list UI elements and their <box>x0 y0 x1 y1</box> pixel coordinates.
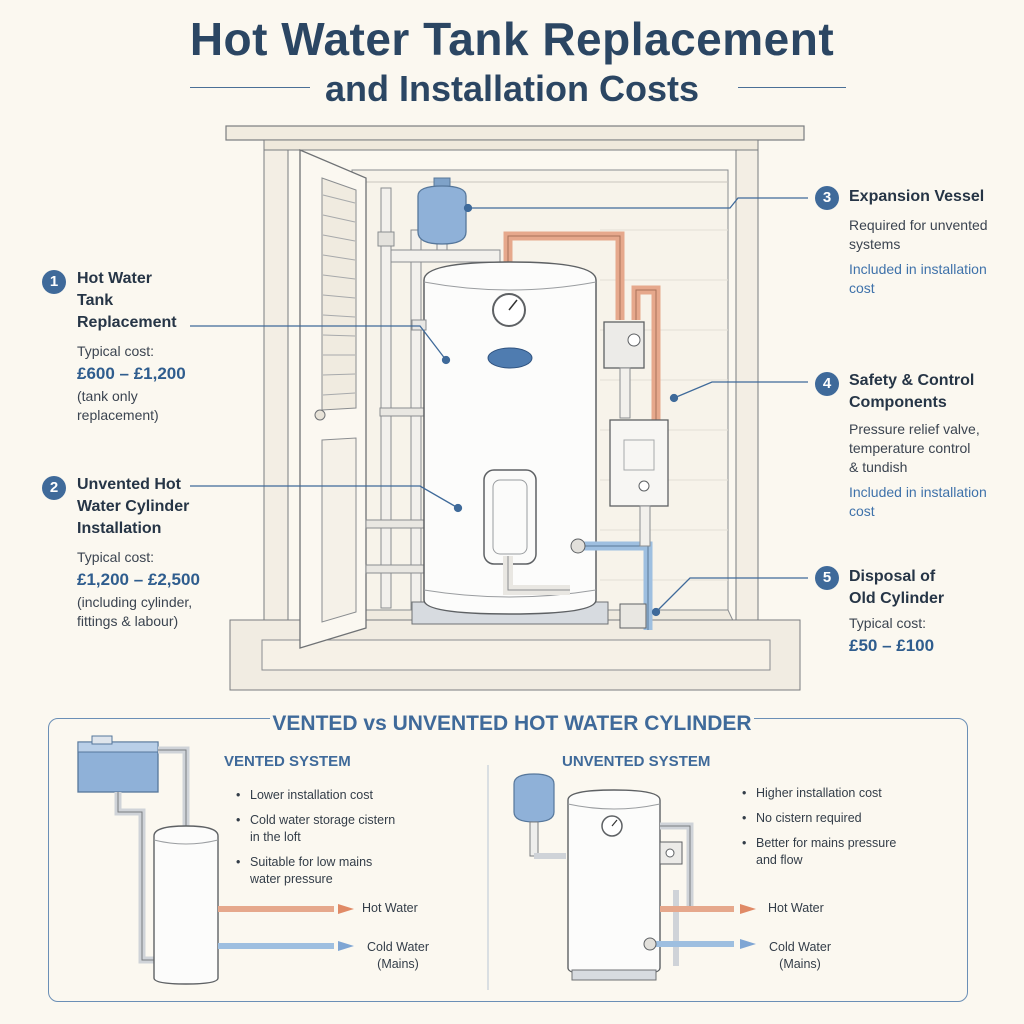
unvented-cold-label: Cold Water (Mains) <box>768 940 832 971</box>
unvented-bullets: Higher installation cost No cistern requ… <box>742 785 952 877</box>
callout-title: Installation <box>77 520 162 537</box>
callout-label: Typical cost: <box>77 343 155 359</box>
vented-bullets: Lower installation cost Cold water stora… <box>236 787 436 896</box>
vented-tank <box>153 825 219 985</box>
callout-label: Typical cost: <box>849 615 927 631</box>
callout-title: Unvented Hot <box>77 476 181 493</box>
callout-expansion-vessel: 3 Expansion Vessel Required for unvented… <box>815 186 1005 298</box>
callout-included: Included in installation <box>849 484 987 500</box>
unvented-cold-arrow-icon <box>740 939 756 949</box>
comparison-title: VENTED vs UNVENTED HOT WATER CYLINDER <box>270 712 754 736</box>
callout-number: 5 <box>815 566 839 590</box>
tundish <box>619 603 647 629</box>
callout-included: cost <box>849 503 875 519</box>
callout-desc: temperature control <box>849 440 971 456</box>
callout-label: Typical cost: <box>77 549 155 565</box>
callout-price: £1,200 – £2,500 <box>77 570 200 589</box>
unvented-system-title: UNVENTED SYSTEM <box>562 753 711 770</box>
vented-hot-label: Hot Water <box>362 901 418 915</box>
callout-note: fittings & labour) <box>77 613 179 629</box>
callout-title: Hot Water <box>77 270 152 287</box>
unvented-hot-label: Hot Water <box>768 901 824 915</box>
frame-top <box>263 139 759 151</box>
callout-desc: systems <box>849 236 901 252</box>
callout-title: Old Cylinder <box>849 590 945 607</box>
callout-included: cost <box>849 280 875 296</box>
callout-desc: & tundish <box>849 459 908 475</box>
callout-safety-controls: 4 Safety & Control Components Pressure r… <box>815 370 1005 521</box>
callout-note: (including cylinder, <box>77 594 193 610</box>
callout-unvented-installation: 2 Unvented Hot Water Cylinder Installati… <box>42 474 222 631</box>
door-panel-lower <box>321 437 357 623</box>
callout-included: Included in installation <box>849 261 987 277</box>
callout-disposal: 5 Disposal of Old Cylinder Typical cost:… <box>815 566 1005 659</box>
callout-price: £50 – £100 <box>849 636 935 655</box>
list-item: No cistern required <box>742 810 952 827</box>
door-knob <box>314 409 326 421</box>
louvre-slats <box>322 194 356 396</box>
callout-title: Components <box>849 394 947 411</box>
callout-title: Tank Replacement <box>77 292 177 331</box>
callout-note: (tank only <box>77 388 138 404</box>
vented-system-title: VENTED SYSTEM <box>224 753 351 770</box>
unvented-expansion-vessel <box>513 773 555 823</box>
page-subtitle: and Installation Costs <box>324 68 700 109</box>
base-inner <box>261 639 771 671</box>
callout-desc: Pressure relief valve, <box>849 421 980 437</box>
title-rule-left <box>190 87 310 88</box>
list-item: Higher installation cost <box>742 785 952 802</box>
callout-title: Safety & Control <box>849 372 975 389</box>
callout-title: Disposal of <box>849 568 936 585</box>
left-pipe-1 <box>380 187 392 609</box>
title-rule-right <box>738 87 846 88</box>
control-box <box>609 419 669 507</box>
expansion-vessel <box>417 185 467 245</box>
vented-cold-arrow-icon <box>338 941 354 951</box>
callout-title: Water Cylinder <box>77 498 190 515</box>
tank-badge <box>487 347 533 369</box>
unvented-hot-arrow-icon <box>740 904 756 914</box>
vented-cold-label: Cold Water (Mains) <box>366 940 430 971</box>
leader-lines <box>190 197 808 617</box>
wall-left <box>263 149 289 641</box>
callout-number: 4 <box>815 372 839 396</box>
callout-number: 3 <box>815 186 839 210</box>
callout-number: 1 <box>42 270 66 294</box>
callout-number: 2 <box>42 476 66 500</box>
main-tank <box>423 261 597 615</box>
callout-price: £600 – £1,200 <box>77 364 186 383</box>
callout-note: replacement) <box>77 407 159 423</box>
list-item: Lower installation cost <box>236 787 436 804</box>
page-title: Hot Water Tank Replacement <box>189 13 835 65</box>
callout-desc: Required for unvented <box>849 217 988 233</box>
callout-tank-replacement: 1 Hot Water Tank Replacement Typical cos… <box>42 268 212 425</box>
callout-title: Expansion Vessel <box>849 188 985 205</box>
